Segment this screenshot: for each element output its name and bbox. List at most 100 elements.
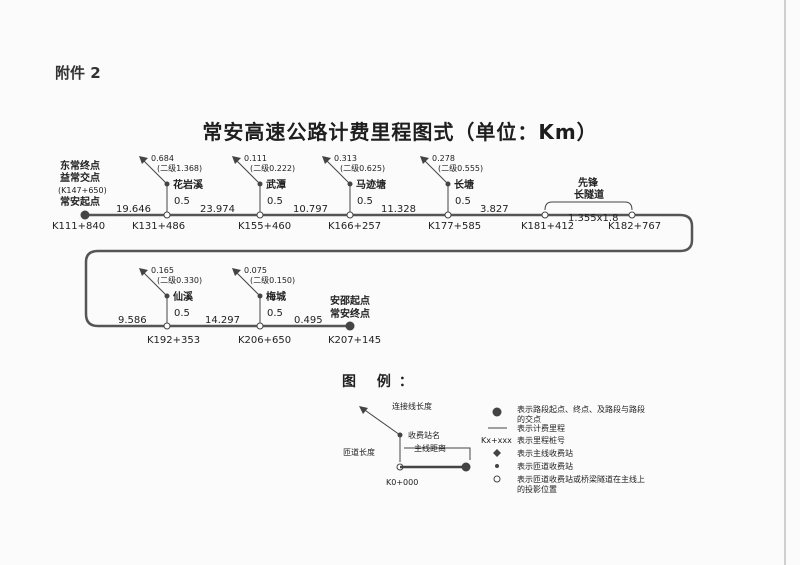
legend-item-4-text: 表示主线收费站 bbox=[517, 448, 573, 458]
legend-stake-symbol: Kx+xxx bbox=[481, 436, 512, 445]
link-length-secondary: (二级0.222) bbox=[250, 163, 295, 173]
projection-circle bbox=[444, 211, 452, 219]
start-label-2: 益常交点 bbox=[60, 171, 100, 184]
station-name: 长塘 bbox=[454, 178, 474, 191]
ramp-station-dot bbox=[164, 181, 170, 187]
end-label-1: 安邵起点 bbox=[330, 294, 370, 307]
link-length: 0.684 bbox=[151, 154, 174, 163]
link-line bbox=[323, 157, 351, 185]
legend-title: 图 例： bbox=[342, 373, 421, 390]
ramp-length: 0.5 bbox=[174, 196, 190, 207]
ramp-station-dot bbox=[257, 293, 263, 299]
arrow-icon bbox=[139, 156, 148, 164]
link-line bbox=[233, 157, 261, 185]
ramp-length: 0.5 bbox=[267, 308, 283, 319]
legend-item-3-text: 表示里程桩号 bbox=[517, 435, 565, 445]
ramp-station-dot bbox=[445, 181, 451, 187]
link-length: 0.111 bbox=[244, 154, 267, 163]
arrow-icon bbox=[322, 156, 331, 164]
start-label-1: 东常终点 bbox=[60, 159, 100, 172]
tunnel-start-marker bbox=[541, 211, 549, 219]
projection-circle bbox=[163, 322, 171, 330]
segment-length: 9.586 bbox=[118, 315, 147, 326]
tunnel-name-1: 先锋 bbox=[578, 176, 599, 189]
toll-station: 0.111(二级0.222) 武潭 0.5 bbox=[232, 154, 295, 219]
legend-item-2-text: 表示计费里程 bbox=[517, 423, 565, 433]
arrow-icon bbox=[420, 156, 429, 164]
end-label-2: 常安终点 bbox=[330, 307, 370, 320]
legend-small-dot-icon bbox=[495, 464, 499, 468]
stake-label: K181+412 bbox=[521, 221, 574, 232]
segment-length: 19.646 bbox=[116, 204, 151, 215]
legend-end-dot bbox=[461, 462, 471, 472]
segment-length: 11.328 bbox=[381, 204, 416, 215]
toll-station: 0.278(二级0.555)长塘0.5 bbox=[420, 154, 483, 219]
diagram-title: 常安高速公路计费里程图式（单位：Km） bbox=[202, 120, 598, 144]
legend-station-dot bbox=[397, 432, 403, 438]
toll-stations: 0.684(二级1.368)花岩溪0.50.111(二级0.222)武潭0.50… bbox=[139, 154, 483, 330]
toll-station: 0.684(二级1.368) 花岩溪 0.5 bbox=[139, 154, 204, 219]
end-point-dot bbox=[345, 321, 355, 331]
arrow-icon bbox=[232, 156, 241, 164]
link-length-secondary: (二级0.625) bbox=[340, 163, 385, 173]
station-name: 武潭 bbox=[266, 178, 286, 191]
segment-length: 0.495 bbox=[294, 315, 323, 326]
stake-label: K166+257 bbox=[328, 221, 381, 232]
legend-mainline-distance: 主线距离 bbox=[414, 443, 446, 453]
ramp-station-dot bbox=[164, 293, 170, 299]
start-label-3: (K147+650) bbox=[58, 186, 107, 195]
legend-mainline-bracket bbox=[404, 447, 471, 460]
start-point-dot bbox=[80, 210, 90, 220]
legend-item-6-text: 表示匝道收费站或桥梁隧道在主线上 bbox=[517, 474, 645, 484]
tunnel-bracket bbox=[544, 201, 633, 211]
projection-circle bbox=[163, 211, 171, 219]
arrow-icon bbox=[139, 268, 148, 276]
segment-length: 14.297 bbox=[205, 315, 240, 326]
link-length: 0.313 bbox=[334, 154, 357, 163]
ramp-length: 0.5 bbox=[455, 196, 471, 207]
route-connector bbox=[84, 213, 694, 328]
page-edge bbox=[784, 0, 786, 565]
link-length-secondary: (二级1.368) bbox=[157, 163, 202, 173]
segment-length: 23.974 bbox=[200, 204, 235, 215]
legend-link-line bbox=[361, 407, 401, 436]
legend-station-name: 收费站名 bbox=[408, 430, 440, 440]
stake-label: K111+840 bbox=[52, 221, 105, 232]
legend-arrow-icon bbox=[359, 406, 368, 414]
segment-labels: 19.646 23.974 10.797 11.328 3.827 9.586 14.297… bbox=[116, 204, 509, 326]
legend-link-length: 连接线长度 bbox=[392, 401, 432, 411]
ramp-station-dot bbox=[347, 181, 353, 187]
link-length: 0.075 bbox=[244, 266, 267, 275]
stake-label: K131+486 bbox=[132, 221, 185, 232]
segment-length: 3.827 bbox=[480, 204, 509, 215]
tunnel-name-2: 长隧道 bbox=[574, 188, 604, 201]
ramp-station-dot bbox=[257, 181, 263, 187]
link-line bbox=[140, 269, 168, 297]
projection-circle bbox=[256, 322, 264, 330]
station-name: 花岩溪 bbox=[173, 178, 204, 191]
toll-station: 0.075(二级0.150)梅城0.5 bbox=[232, 266, 295, 330]
ramp-length: 0.5 bbox=[267, 196, 283, 207]
attachment-label: 附件 2 bbox=[55, 64, 101, 82]
segment-length: 10.797 bbox=[293, 204, 328, 215]
legend-item-5-text: 表示匝道收费站 bbox=[517, 461, 573, 471]
projection-circle bbox=[256, 211, 264, 219]
legend-circle-icon bbox=[493, 475, 501, 483]
stake-label: K182+767 bbox=[608, 221, 661, 232]
projection-circle bbox=[346, 211, 354, 219]
start-label-4: 常安起点 bbox=[60, 195, 100, 208]
legend-item-1-text-2: 的交点 bbox=[517, 414, 541, 424]
link-length: 0.165 bbox=[151, 266, 174, 275]
ramp-length: 0.5 bbox=[174, 308, 190, 319]
link-length-secondary: (二级0.330) bbox=[157, 275, 202, 285]
legend-large-dot-icon bbox=[492, 407, 502, 417]
tunnel-end-marker bbox=[628, 211, 636, 219]
tunnel-length: 1.355x1.8 bbox=[568, 213, 618, 224]
stake-label: K206+650 bbox=[238, 335, 291, 346]
legend-k0: K0+000 bbox=[386, 478, 418, 487]
toll-station: 0.165(二级0.330)仙溪0.5 bbox=[139, 266, 202, 330]
station-name: 梅城 bbox=[266, 290, 286, 303]
